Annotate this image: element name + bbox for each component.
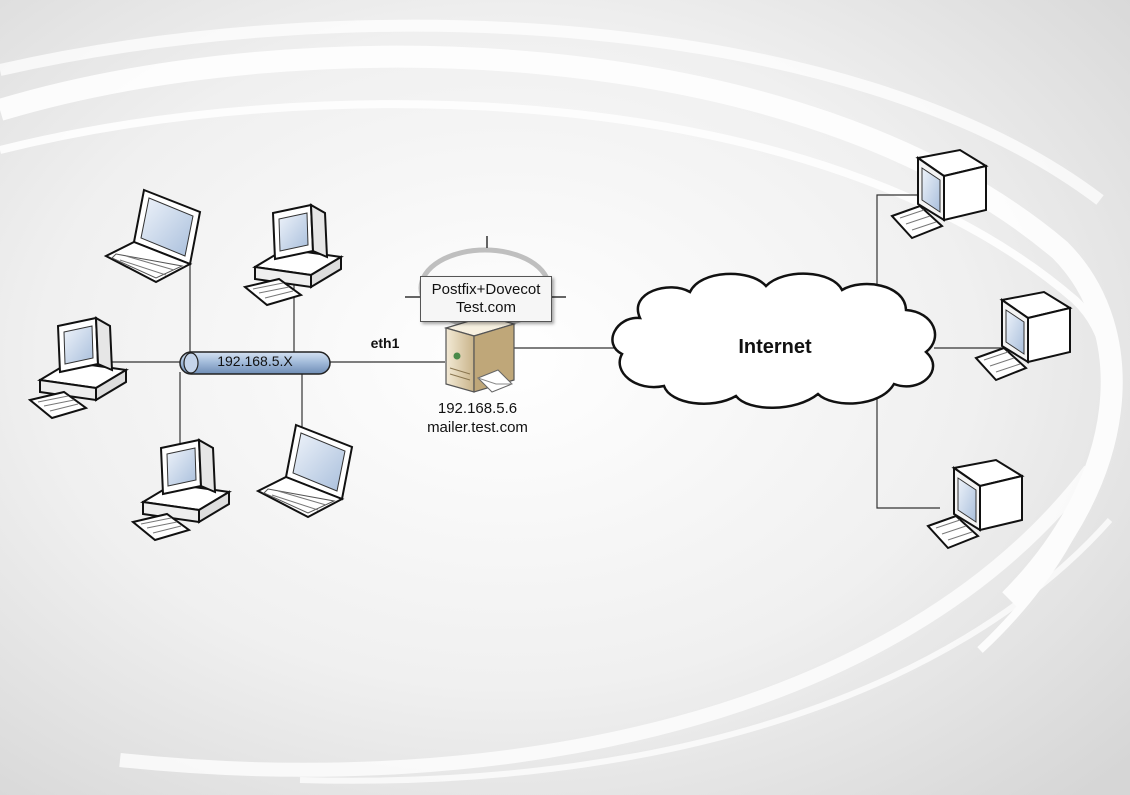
- internet-label: Internet: [738, 336, 812, 358]
- cloud-icon: [611, 272, 937, 409]
- server-domain-label: Test.com: [455, 299, 516, 316]
- server-name-box: Postfix+Dovecot Test.com: [420, 276, 552, 322]
- server-ip-label: 192.168.5.6: [437, 400, 518, 417]
- server-software-label: Postfix+Dovecot: [431, 281, 541, 298]
- lan-subnet-label: 192.168.5.X: [217, 353, 293, 369]
- interface-label: eth1: [370, 335, 400, 351]
- server-hostname-label: mailer.test.com: [427, 419, 528, 436]
- lan-bus: [179, 351, 331, 375]
